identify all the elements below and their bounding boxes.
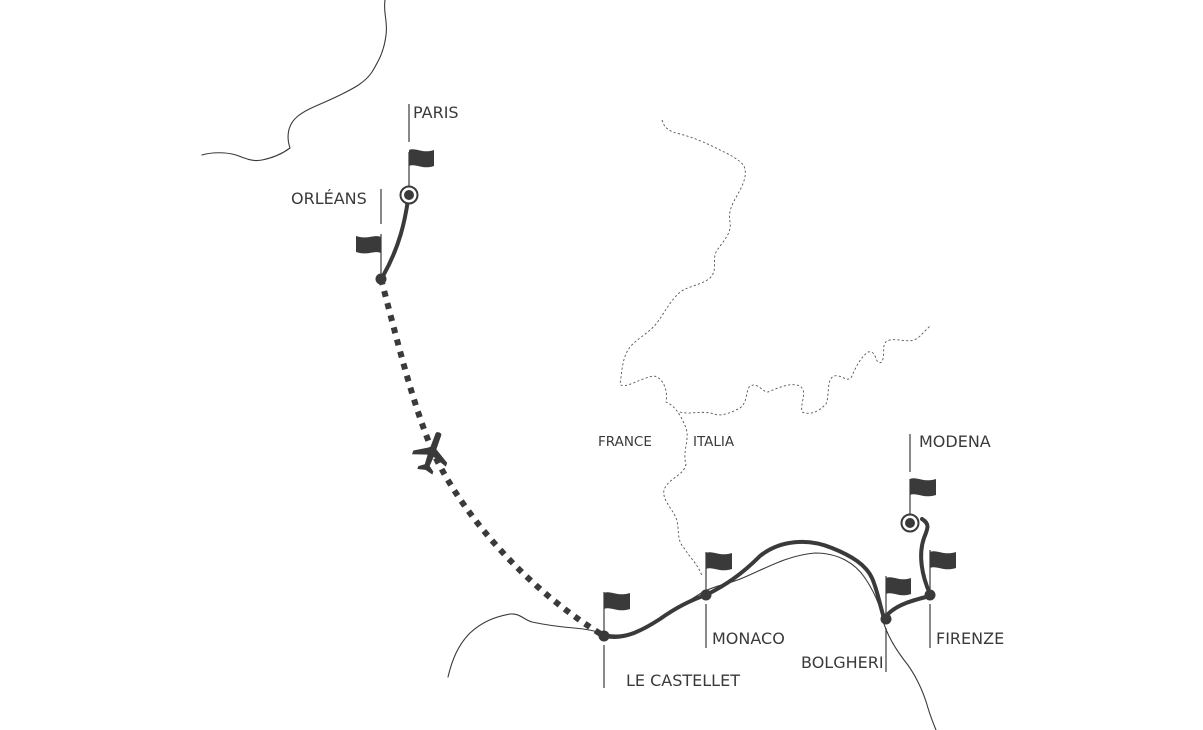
end-marker-icon [900,513,920,533]
city-label-monaco: MONACO [712,629,785,648]
flag-icon [408,149,434,186]
route-segment-firenze-modena [919,517,932,596]
city-label-firenze: FIRENZE [936,629,1004,648]
city-orleans: ORLÉANS [291,189,387,285]
start-marker-icon [399,185,419,205]
city-le-castellet: LE CASTELLET [598,592,740,690]
channel-coastline [201,0,387,162]
country-label-italia: ITALIA [693,434,735,450]
france-italia-border [619,119,746,577]
city-bolgheri: BOLGHERI [801,576,911,672]
mediterranean-coastline [447,552,937,730]
alpine-border-east [679,325,931,416]
route-segment-bolgheri-firenze [886,594,932,616]
city-dot-orleans [375,273,387,285]
city-label-orleans: ORLÉANS [291,189,367,208]
flag-icon [885,576,911,614]
city-firenze: FIRENZE [924,550,1004,648]
flag-icon [356,234,382,274]
city-dot-monaco [700,589,712,601]
flag-icon [603,592,630,632]
route-segment-le-castellet-monaco [604,593,708,639]
flag-icon [909,478,936,514]
city-modena: MODENA [900,432,991,533]
airplane-icon [412,432,448,475]
flag-icon [929,550,956,590]
city-paris: PARIS [399,103,459,205]
city-label-bolgheri: BOLGHERI [801,653,884,672]
city-label-paris: PARIS [413,103,459,122]
city-dot-bolgheri [880,613,892,625]
route-segment-monaco-bolgheri [704,539,886,620]
route-segment-paris-orleans [381,198,410,278]
city-dot-le-castellet [598,630,610,642]
city-label-le-castellet: LE CASTELLET [626,671,740,690]
city-monaco: MONACO [700,552,785,648]
city-dot-firenze [924,589,936,601]
city-label-modena: MODENA [919,432,991,451]
country-label-france: FRANCE [598,434,652,450]
flight-path-orleans-le-castellet [378,278,606,639]
flag-icon [705,552,732,591]
